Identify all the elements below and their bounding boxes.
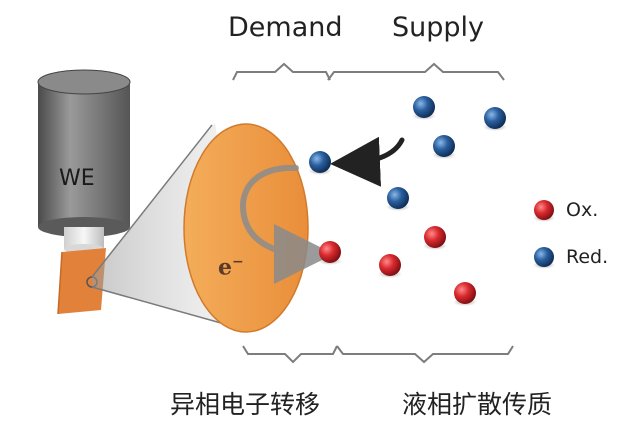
legend-ox-marker <box>534 200 554 220</box>
heterogeneous-bracket <box>242 345 338 364</box>
supply-label: Supply <box>392 12 485 43</box>
mass-transfer-bracket <box>336 345 514 364</box>
supply-bracket <box>327 62 505 81</box>
electron-label: e− <box>218 255 244 278</box>
working-electrode <box>37 69 131 315</box>
electron-symbol: e <box>218 254 232 281</box>
red-species-molecule <box>433 135 455 157</box>
legend-red-marker <box>534 247 554 267</box>
red-species-molecule <box>309 151 331 173</box>
red-species-molecule <box>387 187 409 209</box>
electron-transfer-arrow <box>240 164 334 284</box>
red-species-molecule <box>484 107 506 129</box>
electron-charge: − <box>232 254 244 270</box>
diffusion-arrow <box>330 136 405 187</box>
legend <box>533 200 555 269</box>
molecules <box>308 96 507 306</box>
legend-ox-label: Ox. <box>566 199 599 221</box>
demand-label: Demand <box>228 12 343 43</box>
red-species-molecule <box>413 96 435 118</box>
demand-bracket <box>232 62 331 81</box>
heterogeneous-electron-transfer-caption: 异相电子转移 <box>170 390 321 419</box>
ox-species-molecule <box>319 241 341 263</box>
mass-transfer-caption: 液相扩散传质 <box>402 390 553 419</box>
ox-species-molecule <box>379 254 401 276</box>
ox-species-molecule <box>454 282 476 304</box>
working-electrode-label: WE <box>59 166 95 191</box>
ox-species-molecule <box>424 226 446 248</box>
legend-red-label: Red. <box>566 246 609 268</box>
